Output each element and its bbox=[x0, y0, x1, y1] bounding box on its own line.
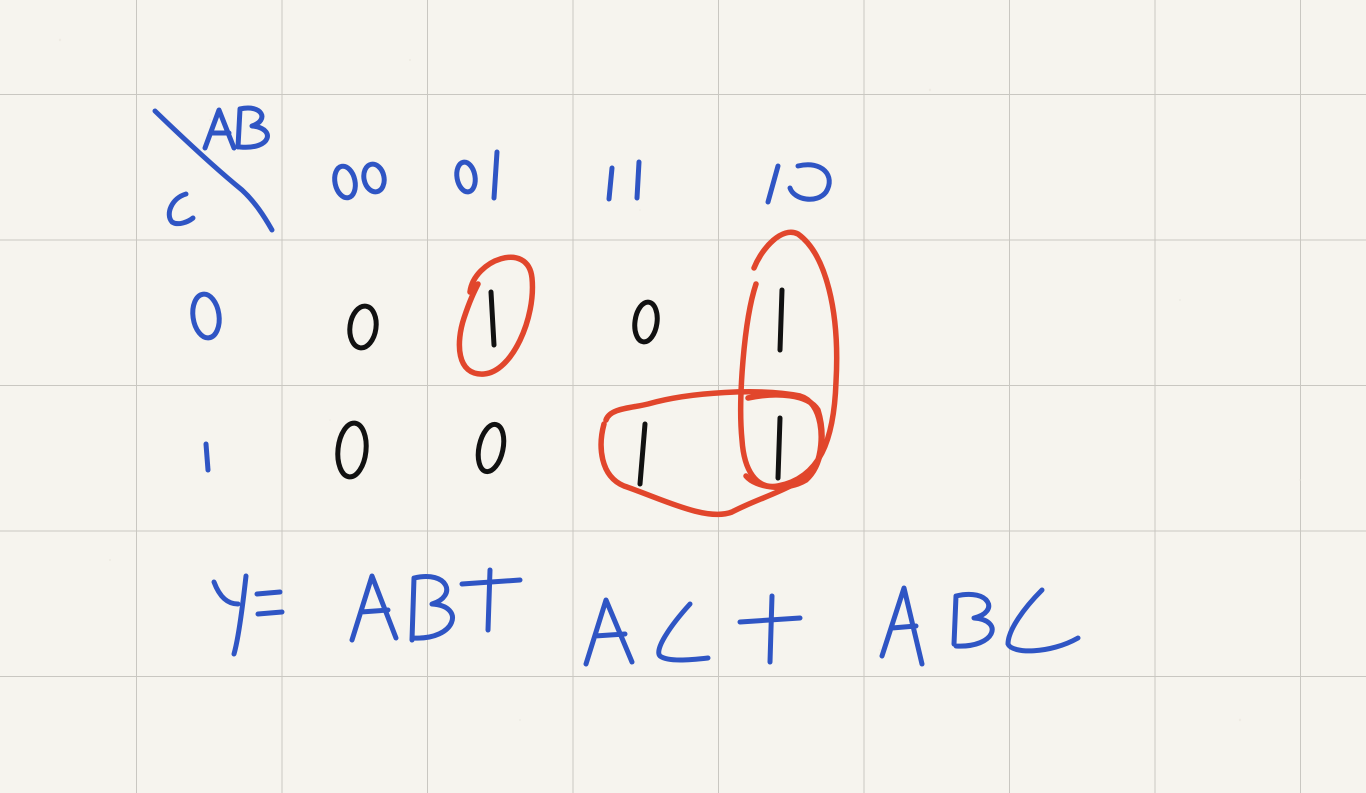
group-loop-r0-c01 bbox=[456, 254, 536, 377]
column-header-01-glyph bbox=[454, 149, 500, 201]
equation-a-glyph-3 bbox=[879, 585, 925, 667]
plus-sign-glyph-2 bbox=[737, 593, 803, 665]
cell-r0-c10-glyph bbox=[777, 287, 785, 353]
equation-b-glyph-2 bbox=[951, 592, 995, 649]
simplified-equation bbox=[211, 567, 1081, 667]
equation-b-glyph-1 bbox=[409, 574, 455, 643]
group-loop-inner-c10-r1 bbox=[743, 392, 825, 490]
column-header-10-glyph bbox=[765, 162, 832, 205]
plus-sign-glyph-1 bbox=[459, 567, 523, 633]
corner-diagonal-line bbox=[152, 108, 275, 233]
corner-header bbox=[152, 105, 275, 233]
row-header-1-glyph bbox=[203, 441, 211, 473]
column-header-00-glyph bbox=[332, 161, 387, 201]
equation-c-glyph-1 bbox=[656, 601, 711, 663]
cell-r0-c01-glyph bbox=[488, 289, 497, 348]
equation-a-glyph-1 bbox=[349, 573, 399, 643]
cell-values bbox=[335, 287, 785, 487]
cell-r1-c00-glyph bbox=[335, 420, 369, 480]
cell-r1-c01-glyph bbox=[475, 421, 507, 475]
cell-r0-c00-glyph bbox=[347, 303, 379, 351]
corner-label-ab-glyph bbox=[202, 105, 270, 151]
equation-c-glyph-2 bbox=[1005, 587, 1081, 654]
equals-sign-glyph bbox=[254, 589, 285, 617]
column-headers bbox=[332, 149, 832, 205]
row-headers bbox=[190, 291, 222, 473]
equation-a-glyph-2 bbox=[583, 597, 635, 667]
cell-r0-c11-glyph bbox=[632, 299, 660, 345]
cell-r1-c11-glyph bbox=[637, 421, 648, 487]
equation-y-glyph bbox=[211, 573, 249, 657]
row-header-0-glyph bbox=[190, 291, 222, 341]
group-loop-row-1-c11-c10 bbox=[598, 389, 824, 518]
corner-label-c-glyph bbox=[166, 191, 196, 227]
column-header-11-glyph bbox=[606, 159, 642, 202]
group-loops bbox=[456, 229, 840, 518]
cell-r1-c10-glyph bbox=[775, 415, 783, 481]
